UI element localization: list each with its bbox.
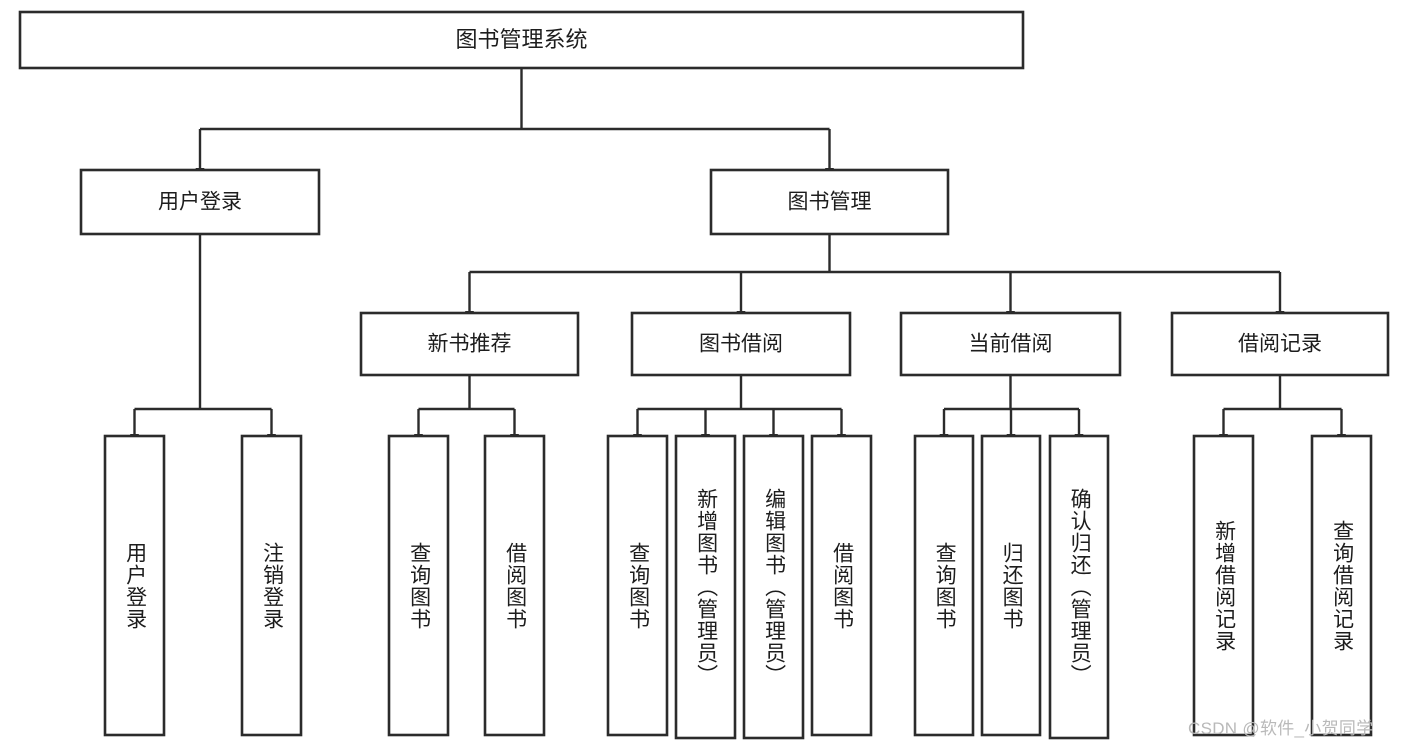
- node-leaf-query-book-3[interactable]: [913, 434, 975, 737]
- node-box-leaf-borrow-book-1[interactable]: [483, 434, 546, 737]
- node-leaf-add-book[interactable]: [674, 434, 737, 740]
- node-box-leaf-edit-book[interactable]: [742, 434, 805, 740]
- node-box-leaf-add-record[interactable]: [1192, 434, 1255, 737]
- node-box-leaf-confirm-return[interactable]: [1048, 434, 1110, 740]
- node-label-user-login: 用户登录: [158, 191, 242, 214]
- node-label-new-book-rec: 新书推荐: [428, 333, 512, 356]
- node-root[interactable]: 图书管理系统: [18, 10, 1025, 70]
- node-borrow-record[interactable]: 借阅记录: [1170, 311, 1390, 377]
- node-label-book-borrow: 图书借阅: [699, 333, 783, 356]
- node-leaf-edit-book[interactable]: [742, 434, 805, 740]
- node-leaf-confirm-return[interactable]: [1048, 434, 1110, 740]
- node-label-book-manage: 图书管理: [788, 191, 872, 214]
- node-box-borrow-record[interactable]: [1170, 311, 1390, 377]
- node-box-new-book-rec[interactable]: [359, 311, 580, 377]
- node-leaf-borrow-book-2[interactable]: [810, 434, 873, 737]
- node-box-user-login[interactable]: [79, 168, 321, 236]
- node-new-book-rec[interactable]: 新书推荐: [359, 311, 580, 377]
- watermark-text: CSDN @软件_小贺同学: [1188, 719, 1374, 738]
- edges-layer: [130, 68, 1346, 443]
- node-box-leaf-user-login[interactable]: [103, 434, 166, 737]
- node-label-borrow-record: 借阅记录: [1238, 333, 1322, 356]
- node-leaf-query-book-1[interactable]: [387, 434, 450, 737]
- node-book-manage[interactable]: 图书管理: [709, 168, 950, 236]
- node-current-borrow[interactable]: 当前借阅: [899, 311, 1122, 377]
- node-leaf-logout[interactable]: [240, 434, 303, 737]
- node-book-borrow[interactable]: 图书借阅: [630, 311, 852, 377]
- node-leaf-return-book[interactable]: [980, 434, 1042, 737]
- node-box-book-borrow[interactable]: [630, 311, 852, 377]
- node-leaf-borrow-book-1[interactable]: [483, 434, 546, 737]
- node-box-book-manage[interactable]: [709, 168, 950, 236]
- node-box-leaf-query-book-3[interactable]: [913, 434, 975, 737]
- node-label-root: 图书管理系统: [455, 27, 587, 52]
- node-box-leaf-query-book-2[interactable]: [606, 434, 669, 737]
- node-box-root[interactable]: [18, 10, 1025, 70]
- node-label-current-borrow: 当前借阅: [969, 333, 1053, 356]
- node-box-leaf-add-book[interactable]: [674, 434, 737, 740]
- node-box-leaf-query-book-1[interactable]: [387, 434, 450, 737]
- node-leaf-query-book-2[interactable]: [606, 434, 669, 737]
- node-box-leaf-logout[interactable]: [240, 434, 303, 737]
- node-leaf-user-login[interactable]: [103, 434, 166, 737]
- node-box-leaf-query-record[interactable]: [1310, 434, 1373, 737]
- node-box-current-borrow[interactable]: [899, 311, 1122, 377]
- node-box-leaf-return-book[interactable]: [980, 434, 1042, 737]
- node-leaf-add-record[interactable]: [1192, 434, 1255, 737]
- node-leaf-query-record[interactable]: [1310, 434, 1373, 737]
- node-box-leaf-borrow-book-2[interactable]: [810, 434, 873, 737]
- node-user-login[interactable]: 用户登录: [79, 168, 321, 236]
